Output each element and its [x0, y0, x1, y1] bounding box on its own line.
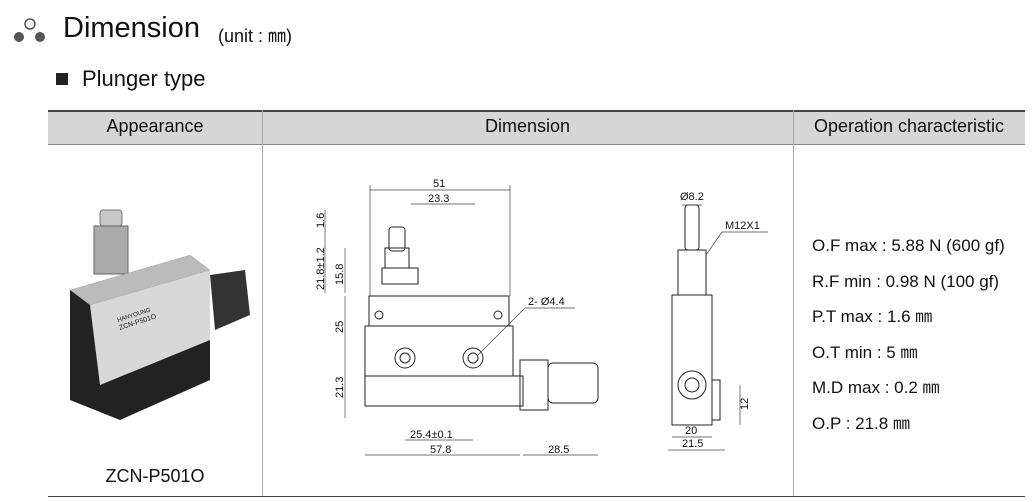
op-of-max: O.F max : 5.88 N (600 gf) — [812, 236, 1005, 255]
op-md-max: M.D max : 0.2 ㎜ — [812, 378, 940, 397]
column-divider — [262, 110, 263, 497]
dim-21-5: 21.5 — [682, 438, 703, 450]
op-op: O.P : 21.8 ㎜ — [812, 413, 910, 433]
op-ot-min: O.T min : 5 ㎜ — [812, 342, 918, 362]
unit-label: (unit : ㎜) — [218, 26, 293, 46]
header-appearance: Appearance — [106, 116, 204, 136]
table-header — [48, 110, 1025, 145]
op-pt-max: P.T max : 1.6 ㎜ — [812, 307, 933, 326]
dim-25: 25 — [334, 321, 346, 333]
section-subtitle: Plunger type — [82, 66, 206, 91]
dim-21-8: 21.8±1.2 — [315, 247, 327, 290]
dim-m12x1: M12X1 — [725, 220, 760, 232]
dim-21-3: 21.3 — [334, 377, 346, 398]
dim-12: 12 — [739, 398, 751, 410]
page-title: Dimension — [63, 12, 200, 44]
dim-hole: 2- Ø4.4 — [528, 296, 565, 308]
dim-1-6: 1.6 — [315, 213, 327, 228]
operation-characteristics: O.F max : 5.88 N (600 gf) R.F min : 0.98… — [812, 228, 1005, 441]
column-divider — [793, 110, 794, 497]
square-bullet-icon — [56, 73, 68, 85]
product-image: ZCN-P501O HANYOUNG — [70, 209, 250, 420]
dim-20: 20 — [685, 425, 697, 437]
dim-25-4: 25.4±0.1 — [410, 429, 453, 441]
table-bottom-rule — [48, 496, 1025, 497]
op-rf-min: R.F min : 0.98 N (100 gf) — [812, 271, 1000, 291]
header-dimension: Dimension — [484, 116, 571, 136]
dim-dia-8-2: Ø8.2 — [680, 191, 704, 203]
model-name: ZCN-P501O — [105, 466, 205, 486]
dim-15-8: 15.8 — [334, 264, 346, 285]
dim-57-8: 57.8 — [430, 444, 451, 456]
dim-28-5: 28.5 — [548, 444, 569, 456]
dim-51: 51 — [433, 178, 445, 190]
header-operation: Operation characteristic — [813, 116, 1005, 136]
dim-23-3: 23.3 — [428, 193, 449, 205]
three-circles-icon — [14, 18, 45, 42]
